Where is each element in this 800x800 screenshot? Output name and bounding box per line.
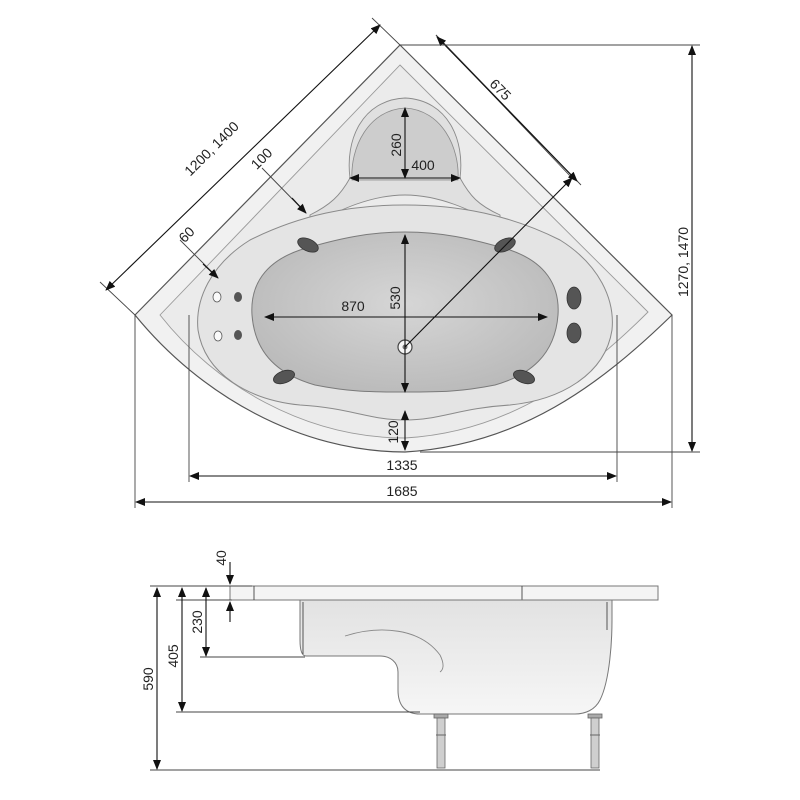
tub-leg xyxy=(590,717,600,769)
dim-inner-width: 1335 xyxy=(386,457,417,473)
dim-rim-thickness: 40 xyxy=(213,550,229,566)
control-button-icon xyxy=(212,291,222,303)
jet-icon xyxy=(273,369,295,385)
side-view: 40 230 405 590 xyxy=(140,550,659,771)
dim-interior-width: 530 xyxy=(387,286,403,310)
tub-leg xyxy=(587,713,603,719)
dim-ledge-small: 60 xyxy=(175,223,197,245)
control-knob-icon xyxy=(234,330,242,340)
control-button-icon xyxy=(213,330,223,342)
dim-total-height: 590 xyxy=(140,667,156,691)
dim-side-length: 1200, 1400 xyxy=(181,118,242,179)
jet-icon xyxy=(566,286,582,310)
dim-headrest-height: 260 xyxy=(388,133,404,157)
jet-icon xyxy=(566,322,582,344)
jet-icon xyxy=(513,369,535,385)
dim-front-diagonal: 675 xyxy=(487,76,515,104)
dim-bottom-depth: 405 xyxy=(165,644,181,668)
jet-icon xyxy=(494,237,516,253)
dim-interior-length: 870 xyxy=(341,298,365,314)
dim-front-rim: 120 xyxy=(385,420,401,444)
tub-leg xyxy=(436,717,446,769)
dim-seat-depth: 230 xyxy=(189,610,205,634)
dim-headrest-width: 400 xyxy=(411,157,435,173)
dim-overall-width: 1685 xyxy=(386,483,417,499)
control-knob-icon xyxy=(234,292,242,302)
dim-overall-depth: 1270, 1470 xyxy=(675,227,691,297)
tub-inner-curve xyxy=(344,629,444,673)
tub-rim-side xyxy=(229,585,659,601)
top-view: 260 400 870 530 120 675 1200, 1400 100 6… xyxy=(99,17,700,508)
tub-leg xyxy=(433,713,449,719)
tub-body-side xyxy=(299,599,613,715)
